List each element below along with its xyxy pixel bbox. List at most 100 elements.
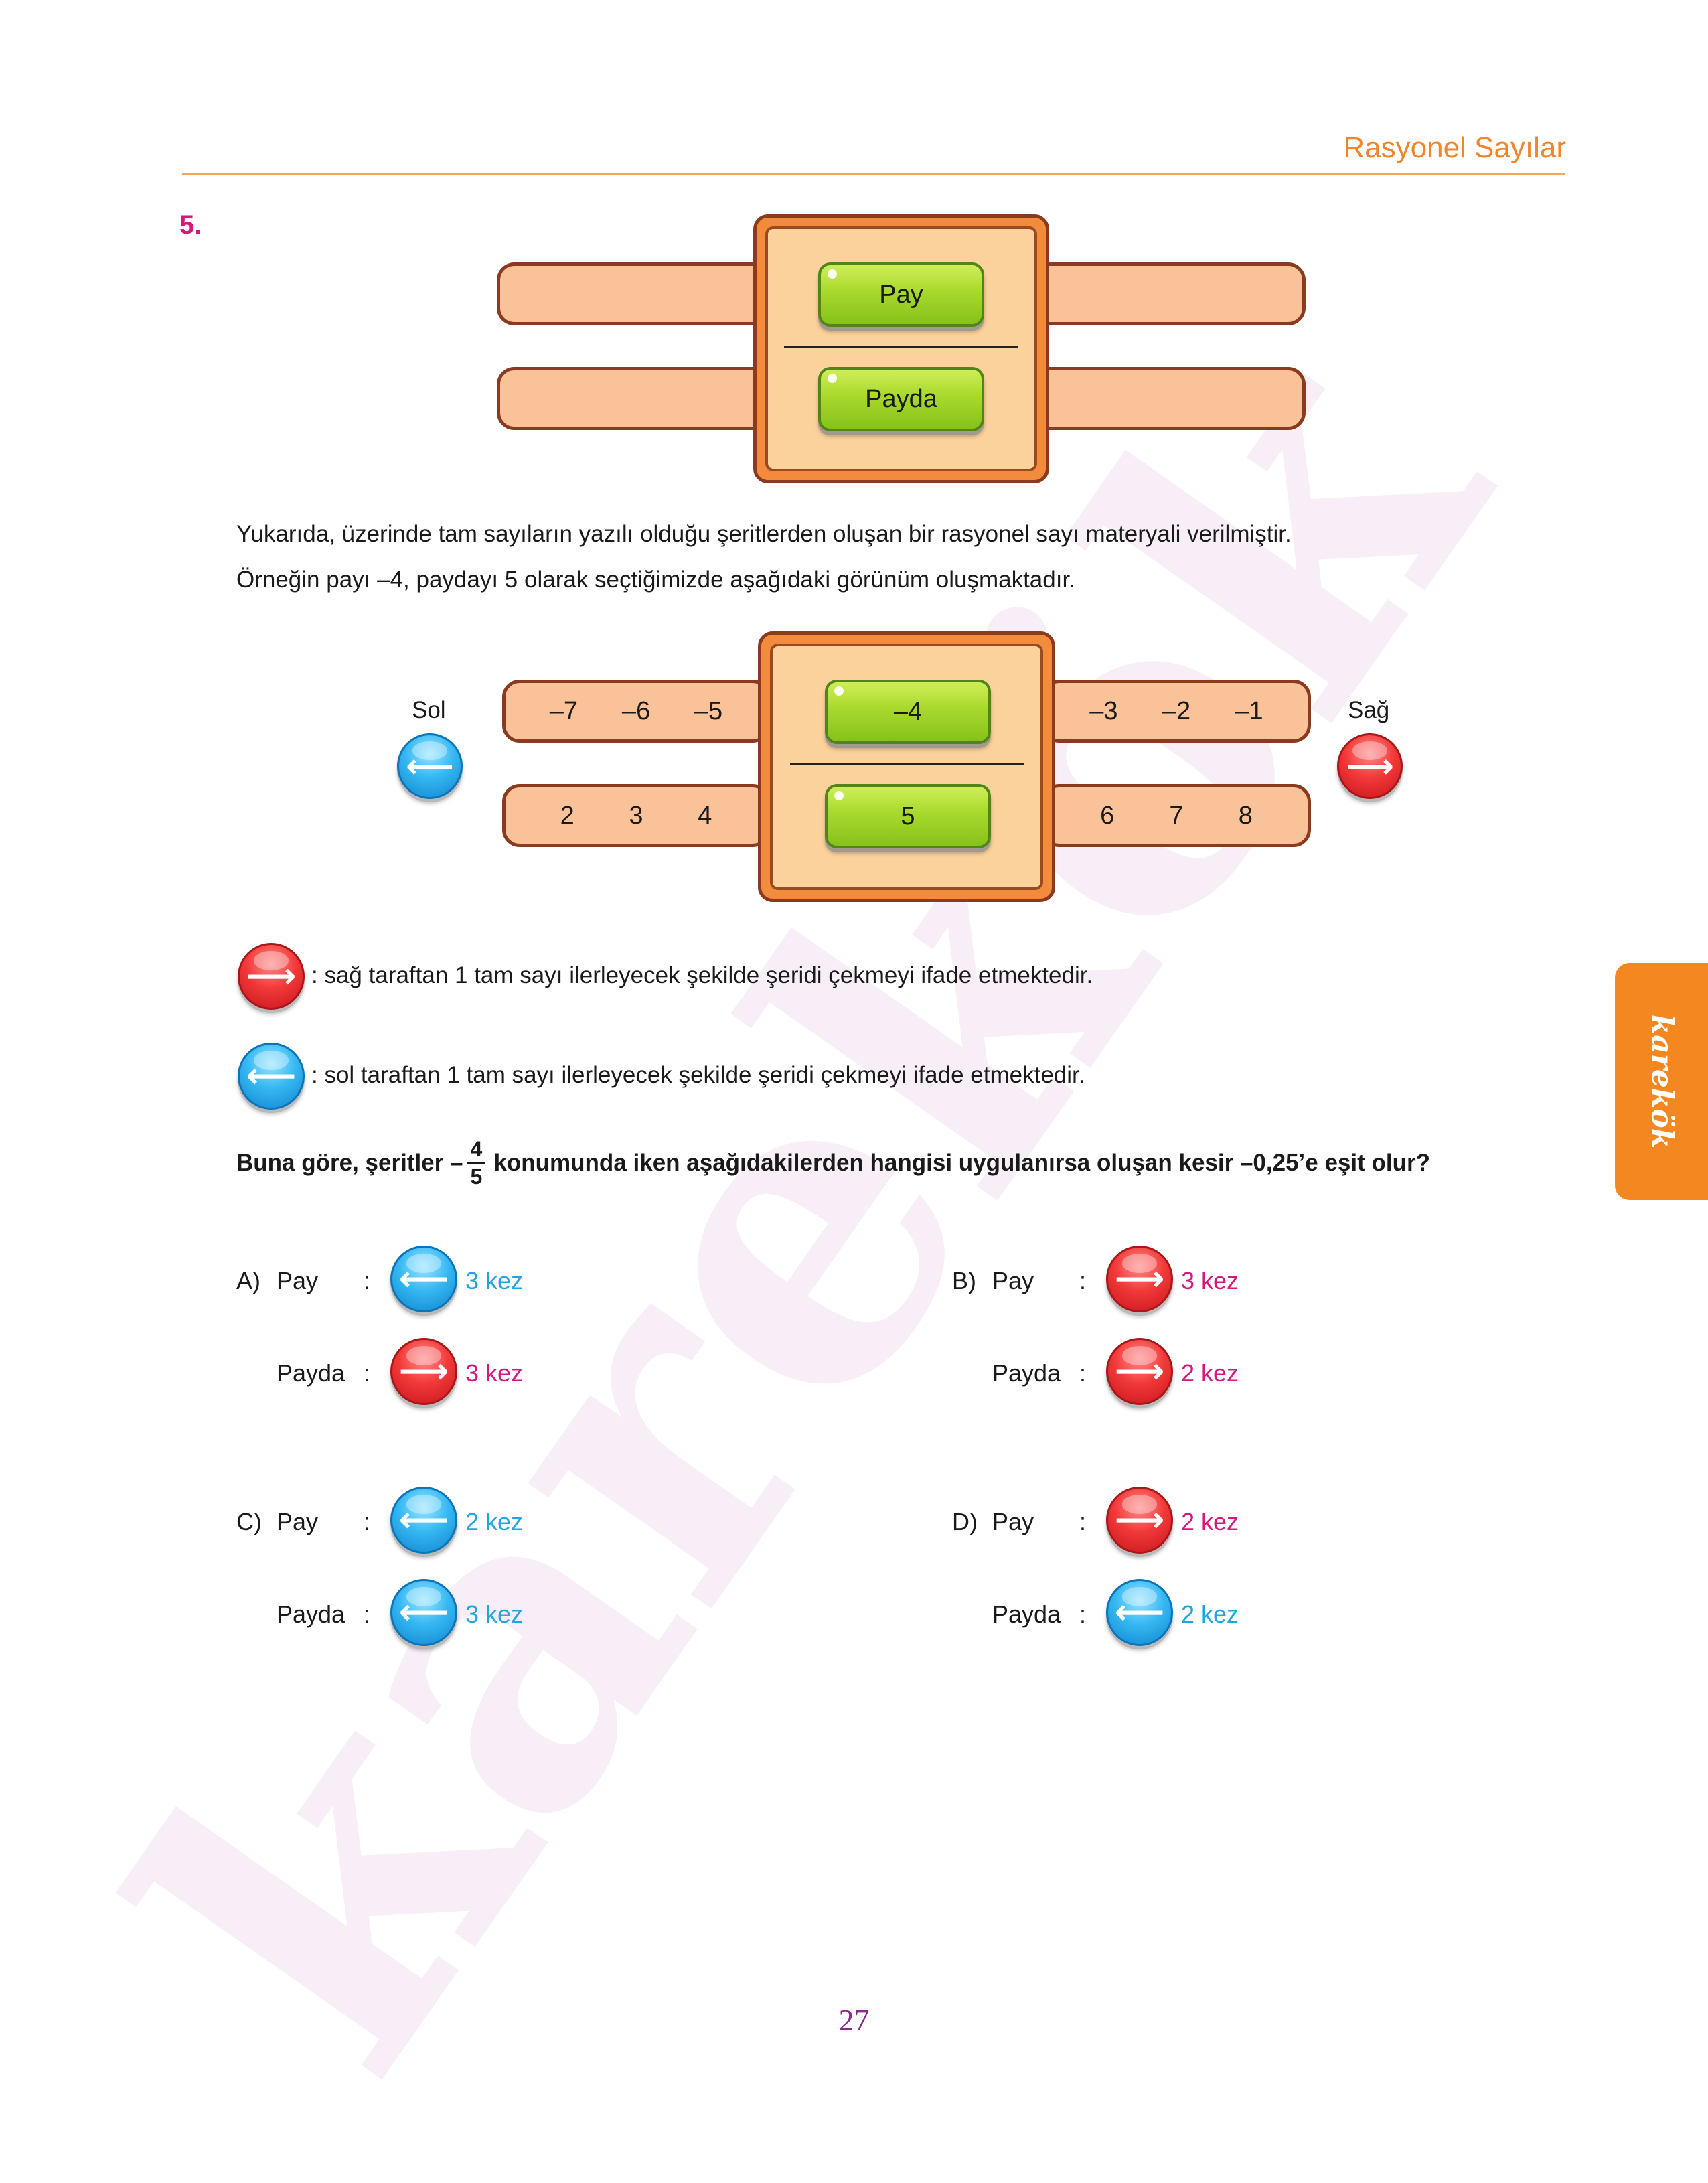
right-arrow-icon: ⟶ bbox=[1114, 1500, 1165, 1540]
option-colon: : bbox=[1079, 1359, 1087, 1387]
option-b-payda-count: 2 kez bbox=[1181, 1359, 1239, 1387]
denominator-button[interactable]: Payda bbox=[818, 367, 984, 431]
question-prompt: Buna göre, şeritler – 4 5 konumunda iken… bbox=[236, 1138, 1430, 1188]
question-number: 5. bbox=[179, 210, 202, 240]
top-fraction-line bbox=[784, 346, 1018, 348]
page-number: 27 bbox=[838, 2003, 870, 2037]
strip-number: –3 bbox=[1089, 696, 1118, 725]
strip-number: –2 bbox=[1162, 696, 1191, 725]
option-b-pay-label: Pay bbox=[992, 1267, 1034, 1294]
left-arrow-icon: ⟵ bbox=[246, 1056, 297, 1096]
example-numerator-strip-left[interactable]: –7 –6 –5 bbox=[502, 680, 770, 743]
numerator-button[interactable]: Pay bbox=[818, 262, 984, 327]
numerator-value-text: –4 bbox=[893, 697, 923, 726]
prompt-part-1: Buna göre, şeritler – bbox=[236, 1150, 463, 1177]
option-c-pay-count: 2 kez bbox=[465, 1508, 524, 1535]
option-d-pay-label: Pay bbox=[992, 1508, 1034, 1535]
denominator-value-text: 5 bbox=[901, 802, 915, 830]
example-frame-inner bbox=[770, 644, 1043, 890]
left-arrow-icon: ⟵ bbox=[398, 1592, 449, 1633]
button-shine bbox=[834, 791, 844, 800]
option-colon: : bbox=[1079, 1267, 1087, 1294]
option-a-payda-count: 3 kez bbox=[465, 1359, 524, 1387]
right-arrow-icon: ⟶ bbox=[246, 956, 297, 996]
example-numerator-strip-right[interactable]: –3 –2 –1 bbox=[1042, 680, 1311, 743]
legend-left-icon: ⟵ bbox=[238, 1043, 305, 1110]
option-colon: : bbox=[364, 1359, 371, 1387]
option-colon: : bbox=[1079, 1508, 1087, 1535]
right-arrow-icon: ⟶ bbox=[1346, 747, 1394, 785]
option-colon: : bbox=[364, 1600, 371, 1628]
left-arrow-icon: ⟵ bbox=[1114, 1592, 1165, 1633]
intro-line-2: Örneğin payı –4, paydayı 5 olarak seçtiğ… bbox=[236, 567, 1075, 593]
option-c-pay-button[interactable]: ⟵ bbox=[390, 1487, 457, 1554]
denominator-button-label: Payda bbox=[865, 384, 937, 413]
option-colon: : bbox=[1079, 1600, 1087, 1628]
pull-right-button[interactable]: ⟶ bbox=[1337, 733, 1403, 799]
option-a-pay-button[interactable]: ⟵ bbox=[390, 1246, 457, 1312]
prompt-fraction: 4 5 bbox=[467, 1137, 486, 1189]
button-shine bbox=[828, 374, 837, 383]
left-arrow-icon: ⟵ bbox=[406, 747, 454, 785]
legend-left-text: : sol taraftan 1 tam sayı ilerleyecek şe… bbox=[311, 1062, 1085, 1088]
option-d-pay-count: 2 kez bbox=[1181, 1508, 1239, 1535]
intro-line-1: Yukarıda, üzerinde tam sayıların yazılı … bbox=[236, 521, 1292, 547]
option-d-letter[interactable]: D) bbox=[952, 1508, 978, 1535]
option-a-letter[interactable]: A) bbox=[236, 1267, 260, 1294]
numerator-button-label: Pay bbox=[879, 280, 923, 309]
example-denominator-strip-right[interactable]: 6 7 8 bbox=[1042, 784, 1311, 847]
example-denominator-value: 5 bbox=[825, 784, 991, 848]
option-colon: : bbox=[364, 1508, 371, 1535]
left-arrow-icon: ⟵ bbox=[398, 1500, 449, 1540]
strip-number: –5 bbox=[694, 696, 723, 725]
option-b-payda-button[interactable]: ⟶ bbox=[1106, 1338, 1173, 1405]
fraction-denominator: 5 bbox=[470, 1164, 483, 1189]
button-shine bbox=[834, 686, 844, 696]
pull-left-button[interactable]: ⟵ bbox=[397, 733, 463, 799]
option-b-pay-button[interactable]: ⟶ bbox=[1106, 1246, 1173, 1312]
option-c-letter[interactable]: C) bbox=[236, 1508, 262, 1535]
strip-number: –6 bbox=[621, 696, 651, 725]
fraction-numerator: 4 bbox=[470, 1137, 483, 1161]
option-c-payda-count: 3 kez bbox=[465, 1600, 524, 1628]
example-fraction-frame bbox=[758, 631, 1055, 902]
option-a-pay-count: 3 kez bbox=[465, 1267, 524, 1294]
left-label: Sol bbox=[412, 697, 446, 723]
strip-number: –1 bbox=[1235, 696, 1263, 725]
option-b-payda-label: Payda bbox=[992, 1359, 1061, 1387]
page-header-title: Rasyonel Sayılar bbox=[1343, 131, 1566, 164]
option-c-payda-button[interactable]: ⟵ bbox=[390, 1579, 457, 1646]
option-a-pay-label: Pay bbox=[277, 1267, 319, 1294]
option-c-payda-label: Payda bbox=[277, 1600, 345, 1628]
example-numerator-value: –4 bbox=[825, 680, 991, 744]
right-arrow-icon: ⟶ bbox=[398, 1351, 449, 1391]
legend-right-text: : sağ taraftan 1 tam sayı ilerleyecek şe… bbox=[311, 962, 1093, 988]
example-fraction-line bbox=[790, 763, 1024, 765]
strip-number: 6 bbox=[1100, 801, 1115, 830]
left-arrow-icon: ⟵ bbox=[398, 1259, 449, 1299]
option-b-pay-count: 3 kez bbox=[1181, 1267, 1239, 1294]
option-d-payda-button[interactable]: ⟵ bbox=[1106, 1579, 1173, 1646]
right-label: Sağ bbox=[1348, 697, 1390, 723]
option-a-payda-button[interactable]: ⟶ bbox=[390, 1338, 457, 1405]
right-arrow-icon: ⟶ bbox=[1114, 1259, 1165, 1299]
option-d-pay-button[interactable]: ⟶ bbox=[1106, 1487, 1173, 1554]
strip-number: 8 bbox=[1238, 801, 1253, 830]
option-a-payda-label: Payda bbox=[277, 1359, 345, 1387]
strip-number: 3 bbox=[629, 801, 643, 830]
publisher-side-tab: karekök bbox=[1615, 963, 1708, 1200]
example-denominator-strip-left[interactable]: 2 3 4 bbox=[502, 784, 770, 847]
option-c-pay-label: Pay bbox=[277, 1508, 319, 1535]
strip-number: 7 bbox=[1169, 801, 1184, 830]
option-d-payda-label: Payda bbox=[992, 1600, 1061, 1628]
prompt-part-2: konumunda iken aşağıdakilerden hangisi u… bbox=[493, 1150, 1430, 1177]
right-arrow-icon: ⟶ bbox=[1114, 1351, 1165, 1391]
fraction-bar bbox=[467, 1162, 486, 1164]
strip-number: –7 bbox=[549, 696, 578, 725]
button-shine bbox=[828, 269, 837, 279]
strip-number: 4 bbox=[698, 801, 712, 830]
option-colon: : bbox=[364, 1267, 371, 1294]
header-rule bbox=[182, 173, 1565, 175]
top-fraction-frame bbox=[753, 214, 1049, 483]
option-b-letter[interactable]: B) bbox=[952, 1267, 976, 1294]
